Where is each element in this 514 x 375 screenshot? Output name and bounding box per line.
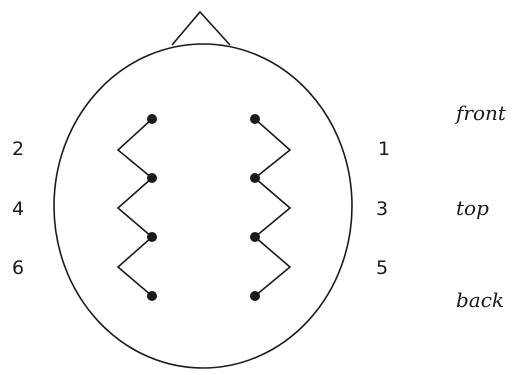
- right-electrode-2: [250, 173, 260, 183]
- left-electrode-1: [147, 114, 157, 124]
- left-zigzag-line: [118, 119, 152, 296]
- head-outline: [54, 44, 352, 368]
- left-number-4: 4: [12, 198, 24, 220]
- nose-triangle: [172, 12, 230, 45]
- label-front: front: [454, 101, 507, 125]
- right-number-5: 5: [376, 257, 388, 279]
- right-zigzag-line: [255, 119, 290, 296]
- right-number-1: 1: [378, 138, 390, 160]
- right-electrode-4: [250, 291, 260, 301]
- label-top: top: [456, 196, 489, 220]
- left-number-6: 6: [12, 257, 24, 279]
- label-back: back: [456, 288, 504, 312]
- right-number-3: 3: [376, 198, 388, 220]
- left-electrode-2: [147, 173, 157, 183]
- left-electrode-4: [147, 291, 157, 301]
- left-number-2: 2: [12, 138, 24, 160]
- right-electrode-1: [250, 114, 260, 124]
- left-electrode-3: [147, 232, 157, 242]
- right-electrode-3: [250, 232, 260, 242]
